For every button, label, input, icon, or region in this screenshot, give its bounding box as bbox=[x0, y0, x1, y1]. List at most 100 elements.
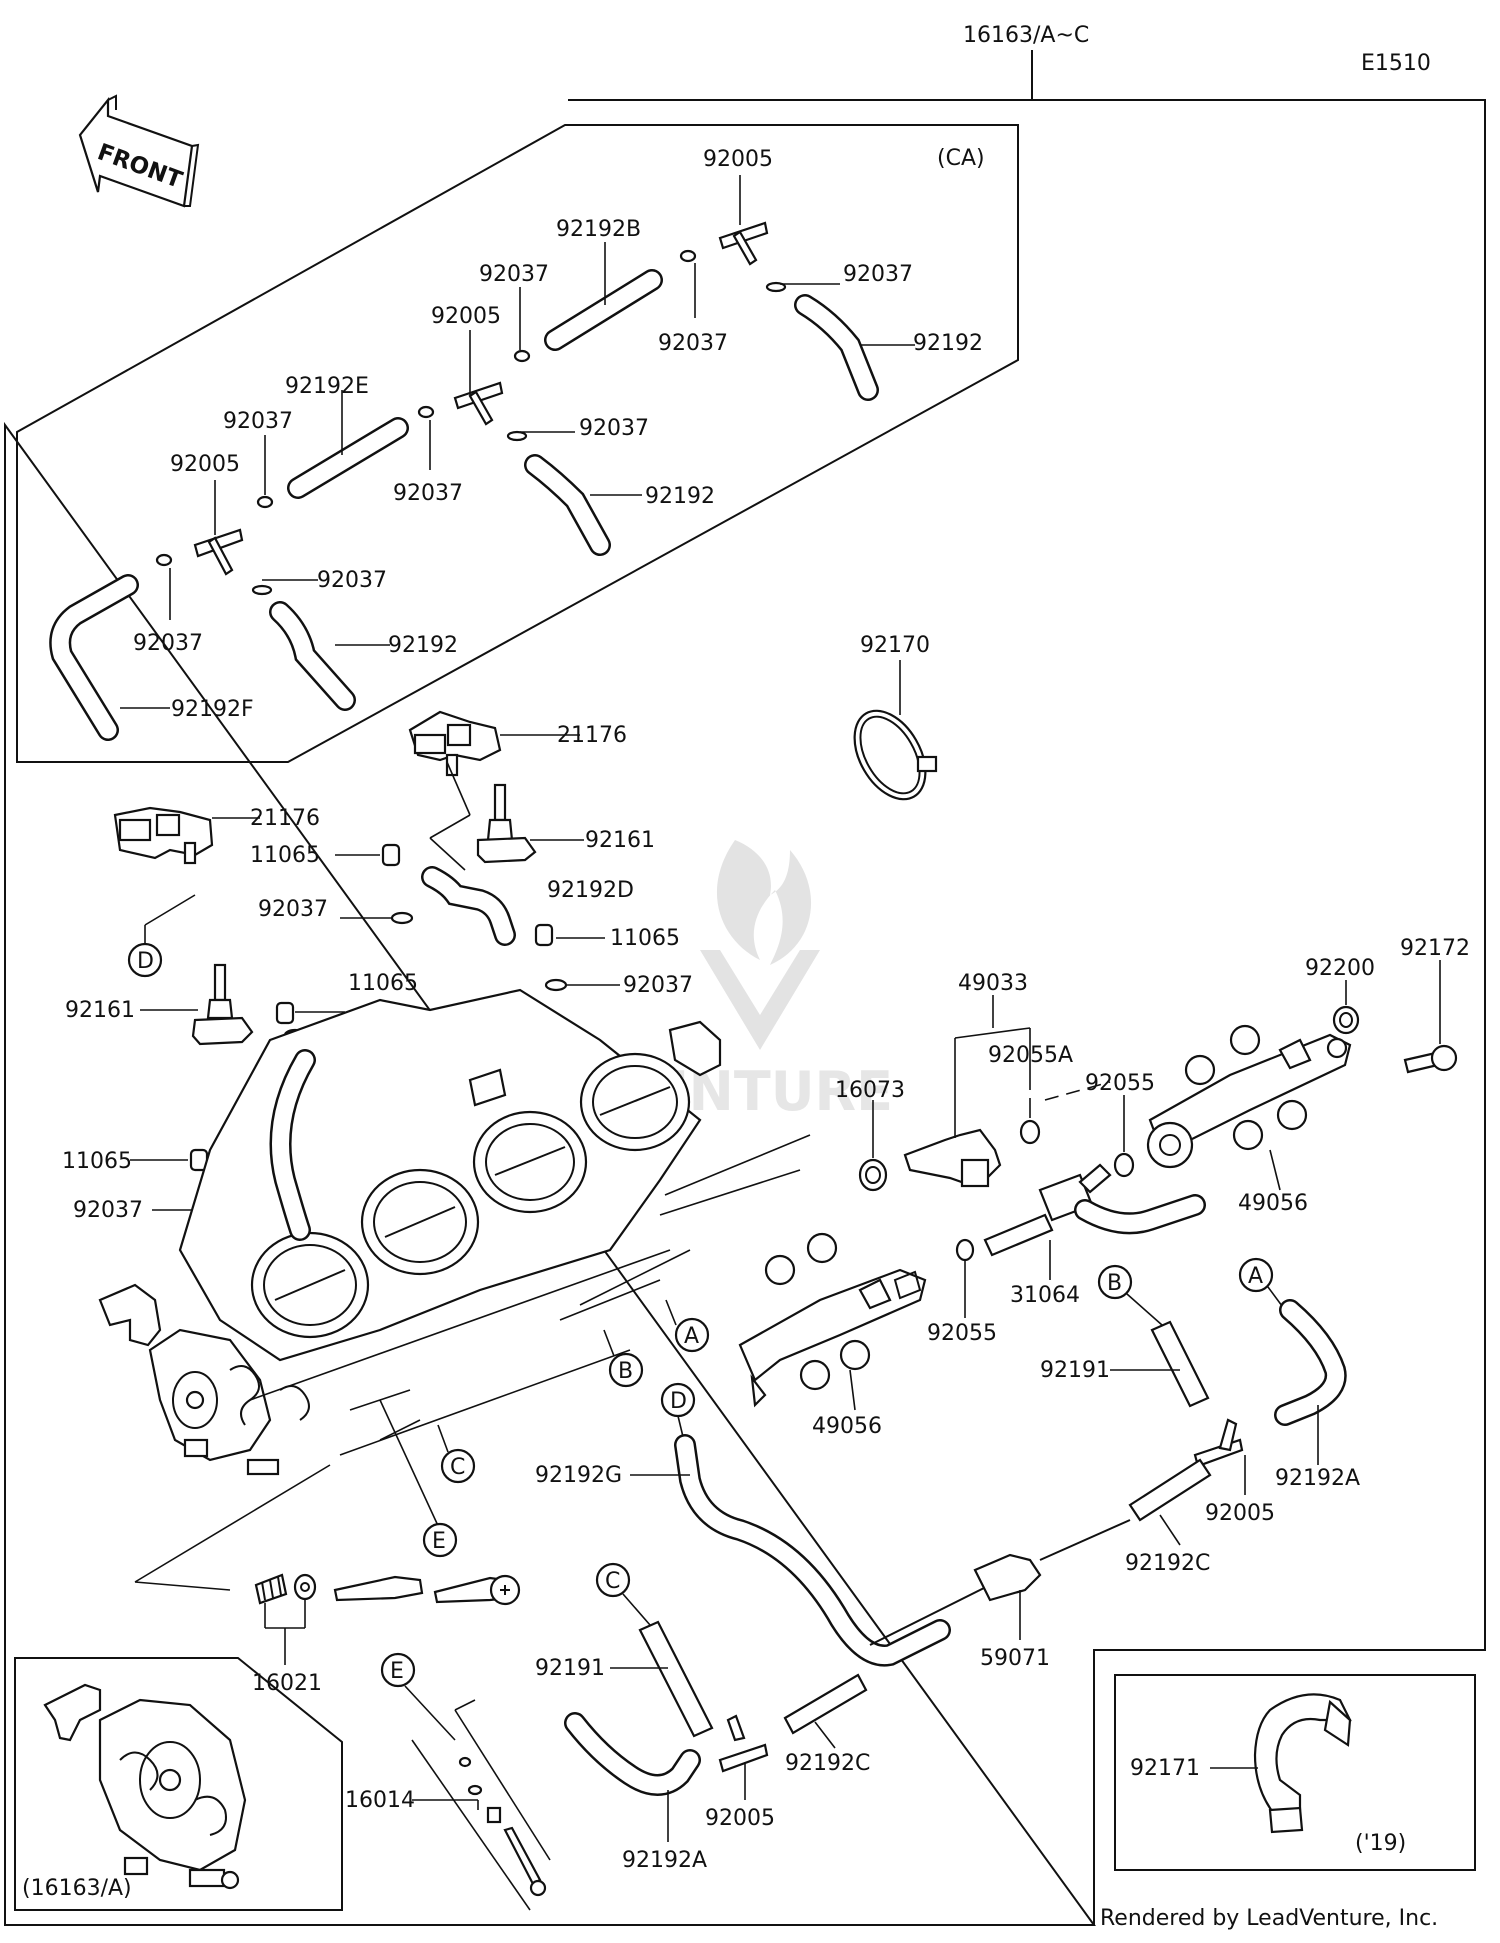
part-92005-b: 92005 bbox=[431, 304, 501, 329]
part-92055a: 92055A bbox=[988, 1043, 1073, 1068]
oring-92055-b bbox=[955, 1238, 975, 1318]
part-92192e: 92192E bbox=[285, 374, 369, 399]
part-21176-a: 21176 bbox=[557, 723, 627, 748]
assembly-label: 16163/A~C bbox=[963, 23, 1089, 48]
sensor-21176-upper bbox=[408, 710, 580, 777]
callout-d-right: D bbox=[660, 1382, 696, 1446]
band-92170 bbox=[853, 660, 938, 801]
callout-c-body: C bbox=[437, 1424, 476, 1484]
part-92055-a: 92055 bbox=[1085, 1071, 1155, 1096]
part-92037-h: 92037 bbox=[133, 631, 203, 656]
part-31064: 31064 bbox=[1010, 1283, 1080, 1308]
tube-92192c-right bbox=[1128, 1458, 1212, 1546]
part-92192b: 92192B bbox=[556, 217, 641, 242]
callout-a-right: A bbox=[1238, 1257, 1286, 1311]
hose-92192a-right bbox=[1274, 1299, 1347, 1465]
detail-box bbox=[14, 1657, 343, 1911]
part-92192d: 92192D bbox=[547, 878, 634, 903]
part-92055-b: 92055 bbox=[927, 1321, 997, 1346]
callout-d-label: D bbox=[137, 949, 154, 974]
part-92161-a: 92161 bbox=[585, 828, 655, 853]
year-label: ('19) bbox=[1355, 1831, 1406, 1856]
part-92005-e: 92005 bbox=[705, 1806, 775, 1831]
callout-b-right: B bbox=[1097, 1264, 1163, 1326]
part-92170: 92170 bbox=[860, 633, 930, 658]
part-92192c-b: 92192C bbox=[785, 1751, 870, 1776]
part-92172: 92172 bbox=[1400, 936, 1470, 961]
part-16073: 16073 bbox=[835, 1078, 905, 1103]
diagram-code: E1510 bbox=[1361, 51, 1431, 76]
part-92161-b: 92161 bbox=[65, 998, 135, 1023]
bolt-92172 bbox=[1403, 960, 1458, 1074]
injector-49033 bbox=[903, 995, 1031, 1188]
part-92037-m: 92037 bbox=[73, 1198, 143, 1223]
kit-16014 bbox=[411, 1699, 551, 1911]
part-92192-a: 92192 bbox=[913, 331, 983, 356]
hose-92192g bbox=[630, 1434, 951, 1667]
part-92037-j: 92037 bbox=[258, 897, 328, 922]
fitting-59071 bbox=[869, 1519, 1131, 1646]
part-92192c-a: 92192C bbox=[1125, 1551, 1210, 1576]
part-11065-a: 11065 bbox=[250, 843, 320, 868]
part-92005-c: 92005 bbox=[170, 452, 240, 477]
part-11065-d: 11065 bbox=[62, 1149, 132, 1174]
detail-throttle-linkage bbox=[43, 1683, 247, 1890]
detail-label: (16163/A) bbox=[22, 1876, 132, 1901]
fuel-rail-upper-49056 bbox=[1146, 1024, 1352, 1191]
callout-c-lower-label: C bbox=[605, 1569, 620, 1594]
ca-hoses bbox=[49, 221, 879, 741]
part-92037-a: 92037 bbox=[479, 262, 549, 287]
callout-a-label: A bbox=[684, 1324, 699, 1349]
part-92037-g: 92037 bbox=[317, 568, 387, 593]
tee-92005-lower bbox=[718, 1714, 769, 1800]
fuel-rail-lower-49056 bbox=[738, 1232, 927, 1411]
region-label: (CA) bbox=[937, 146, 985, 171]
tube-92191-lower bbox=[610, 1620, 714, 1738]
callout-b-label: B bbox=[618, 1359, 633, 1384]
part-92191-a: 92191 bbox=[1040, 1358, 1110, 1383]
part-49033: 49033 bbox=[958, 971, 1028, 996]
part-59071: 59071 bbox=[980, 1646, 1050, 1671]
part-92005-d: 92005 bbox=[1205, 1501, 1275, 1526]
oring-92055-a bbox=[1113, 1095, 1135, 1178]
part-49056-a: 49056 bbox=[1238, 1191, 1308, 1216]
part-49056-b: 49056 bbox=[812, 1414, 882, 1439]
ca-leaders bbox=[120, 175, 915, 709]
washer-92200 bbox=[1332, 980, 1360, 1035]
callout-e-body: E bbox=[422, 1522, 458, 1558]
part-16021: 16021 bbox=[252, 1671, 322, 1696]
front-arrow-icon: FRONT bbox=[78, 94, 200, 208]
ca-box bbox=[16, 124, 1019, 763]
part-92192a-b: 92192A bbox=[622, 1848, 707, 1873]
part-11065-b: 11065 bbox=[610, 926, 680, 951]
tube-92192c-lower bbox=[783, 1673, 868, 1749]
sensor-21176-lower bbox=[113, 806, 260, 865]
tube-92191-upper bbox=[1110, 1320, 1210, 1408]
part-92005-a: 92005 bbox=[703, 147, 773, 172]
part-92037-b: 92037 bbox=[843, 262, 913, 287]
part-92192-c: 92192 bbox=[388, 633, 458, 658]
callout-e-lower-label: E bbox=[390, 1659, 404, 1684]
part-11065-c: 11065 bbox=[348, 971, 418, 996]
tee-92005-right bbox=[1193, 1418, 1246, 1495]
part-92192f: 92192F bbox=[171, 697, 254, 722]
callout-c-label: C bbox=[450, 1455, 465, 1480]
part-92192a-a: 92192A bbox=[1275, 1466, 1360, 1491]
callout-d-left: D bbox=[127, 894, 196, 978]
callout-e-label: E bbox=[432, 1529, 446, 1554]
screw-assembly-16021 bbox=[254, 1573, 521, 1665]
part-92191-b: 92191 bbox=[535, 1656, 605, 1681]
hose-92192a-lower bbox=[564, 1712, 701, 1842]
callout-d-right-label: D bbox=[670, 1389, 687, 1414]
footer-credit: Rendered by LeadVenture, Inc. bbox=[1100, 1906, 1439, 1931]
part-92037-c: 92037 bbox=[658, 331, 728, 356]
throttle-body-assembly bbox=[98, 988, 722, 1476]
fuel-tee-31064 bbox=[983, 1163, 1206, 1280]
year-inset-box bbox=[1114, 1674, 1476, 1871]
part-92192g: 92192G bbox=[535, 1463, 622, 1488]
part-92037-d: 92037 bbox=[579, 416, 649, 441]
callout-b-right-label: B bbox=[1107, 1271, 1122, 1296]
sensor-92161-upper bbox=[476, 783, 584, 864]
part-21176-b: 21176 bbox=[250, 806, 320, 831]
